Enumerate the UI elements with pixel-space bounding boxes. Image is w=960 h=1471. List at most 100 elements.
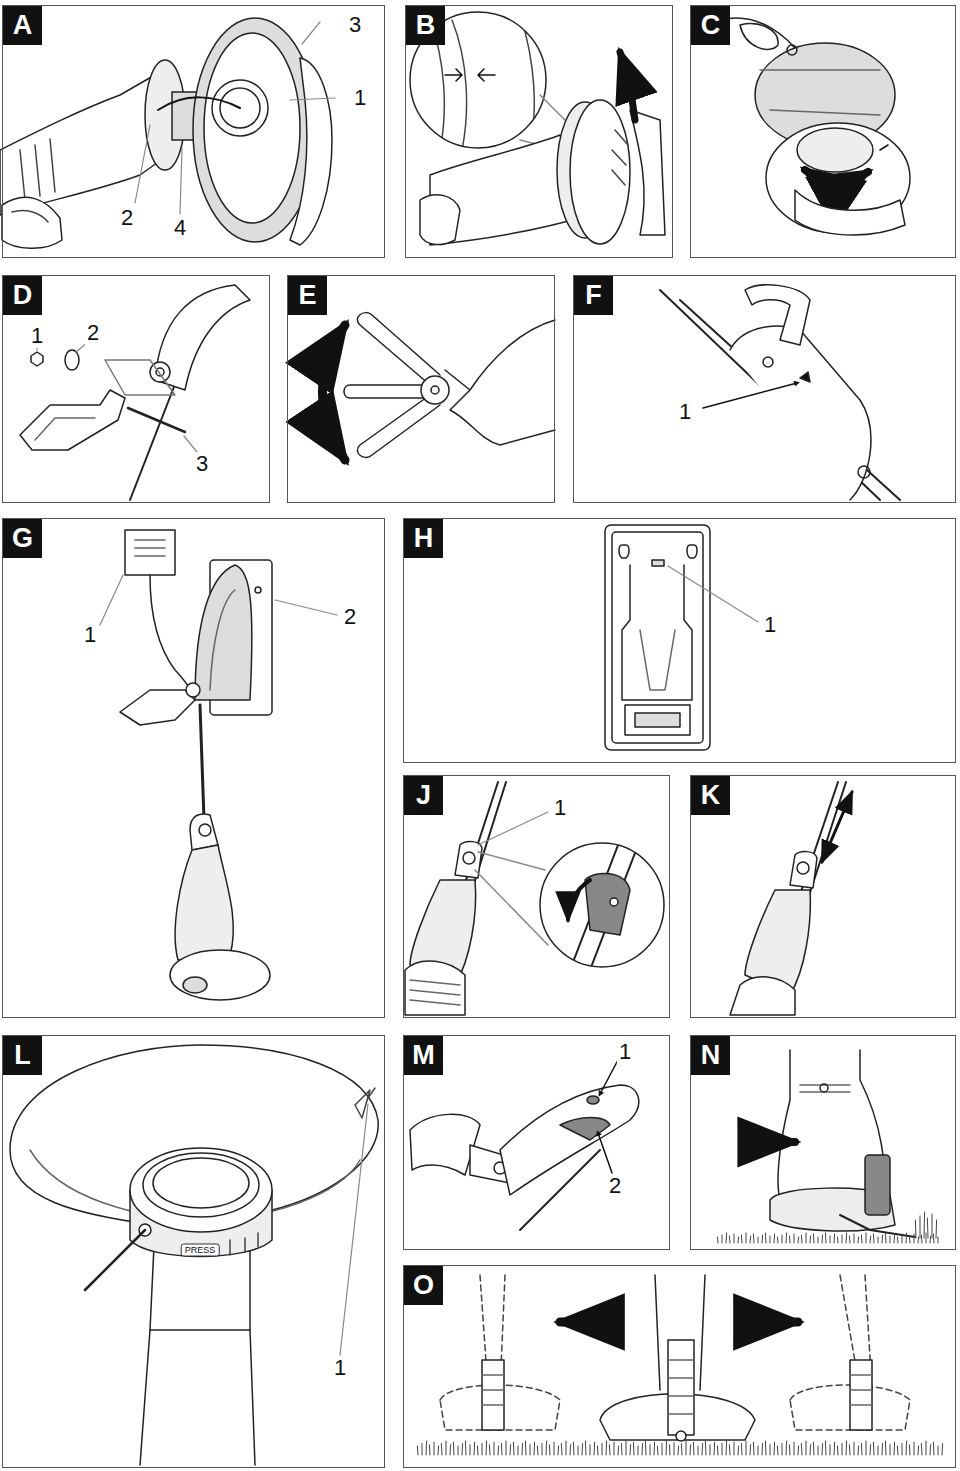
handle-assembly [105, 360, 175, 395]
trimmer-head-assembly [0, 18, 335, 248]
edge-trimming-positions [942, 1444, 944, 1456]
handle-adjust-view [357, 395, 440, 457]
figure-panel: F [573, 275, 956, 503]
wall-bracket-view [605, 525, 758, 750]
head-rotation-view [570, 100, 630, 244]
edge-trimming-positions [668, 1340, 694, 1435]
edge-trimming-positions [633, 1442, 635, 1455]
panel-tab: L [3, 1036, 42, 1075]
spool-closeup [10, 1045, 378, 1465]
illustration [0, 12, 943, 1465]
edge-trimming-positions [518, 1446, 519, 1455]
edge-trimming-positions [770, 1445, 771, 1455]
edge-trimming-positions [726, 1441, 728, 1455]
handle-adjust-view [357, 313, 440, 385]
trimmer-head-assembly [2, 197, 62, 248]
wall-mount-view [200, 705, 204, 820]
edge-trimming-positions [446, 1441, 447, 1455]
edge-trimming-positions [894, 1442, 896, 1455]
wall-mount-view [100, 575, 123, 625]
edge-trimming-positions [678, 1446, 680, 1455]
wall-bracket-view [687, 545, 697, 558]
edging-view [837, 1237, 839, 1243]
head-rotation-view [410, 12, 546, 148]
edging-view [777, 1237, 779, 1243]
edge-trimming-positions [798, 1446, 800, 1455]
shaft-collar-view [568, 880, 590, 920]
callout-number: 3 [347, 13, 363, 37]
edge-trimming-positions [834, 1442, 836, 1455]
wall-mount-view [183, 977, 207, 993]
figure-panel: C [690, 5, 956, 258]
shaft-length-view [797, 862, 809, 874]
edge-trimming-positions [513, 1442, 515, 1455]
callout-number: PRESS [181, 1244, 220, 1257]
edge-trimming-positions [494, 1442, 495, 1455]
edge-trimming-positions [542, 1444, 543, 1456]
edge-trimming-positions [897, 1446, 899, 1455]
edge-trimming-positions [498, 1446, 500, 1455]
edge-trimming-positions [758, 1446, 759, 1455]
panel-letter: K [701, 782, 721, 809]
spool-closeup [230, 1233, 258, 1255]
edge-trimming-positions [560, 1318, 603, 1327]
edging-view [717, 1237, 719, 1243]
head-rotation-view [478, 69, 495, 81]
edge-trimming-positions [890, 1445, 891, 1455]
edge-trimming-positions [482, 1360, 504, 1430]
wall-bracket-view [622, 565, 692, 700]
figure-panel: O [403, 1265, 956, 1468]
panel-letter: L [14, 1042, 31, 1069]
edging-view [798, 1237, 800, 1243]
handle-button-view [763, 357, 773, 367]
edge-trimming-positions [714, 1442, 716, 1455]
edging-view [932, 1214, 933, 1238]
panel-tab: N [691, 1036, 730, 1075]
edge-trimming-positions [938, 1446, 939, 1455]
trimmer-head-assembly [193, 18, 317, 242]
panel-letter: B [416, 12, 436, 39]
edge-trimming-positions [717, 1446, 719, 1455]
edge-trimming-positions [738, 1446, 740, 1455]
callout-number: 1 [352, 86, 368, 110]
handle-switch-view [600, 1060, 618, 1094]
callout-number: 1 [762, 613, 778, 637]
head-top-view [720, 18, 910, 235]
shaft-collar-view [585, 873, 630, 935]
handle-switch-view [598, 1133, 612, 1173]
edging-view [789, 1236, 791, 1243]
edge-trimming-positions [462, 1444, 464, 1456]
edging-view [897, 1237, 899, 1243]
panel-tab: O [404, 1266, 443, 1305]
edge-trimming-positions [426, 1441, 428, 1455]
edge-trimming-positions [777, 1446, 779, 1455]
edge-trimming-positions [837, 1446, 839, 1455]
wall-bracket-view [652, 560, 664, 566]
callout-number: 1 [552, 796, 568, 820]
edge-trimming-positions [594, 1442, 596, 1455]
edge-trimming-positions [933, 1442, 935, 1455]
edge-trimming-positions [522, 1444, 524, 1456]
trimmer-head-assembly [135, 22, 335, 214]
head-rotation-view [630, 110, 665, 235]
head-top-view [760, 70, 880, 115]
handle-assembly [20, 390, 125, 450]
edge-trimming-positions [873, 1442, 875, 1455]
handle-button-view [800, 372, 810, 382]
edging-view [861, 1235, 863, 1243]
handle-adjust-view [323, 313, 556, 460]
edge-trimming-positions [578, 1446, 579, 1455]
edge-trimming-positions [786, 1441, 788, 1455]
wall-mount-view [175, 845, 233, 960]
edge-trimming-positions [822, 1444, 824, 1456]
head-top-view [797, 128, 873, 172]
panel-tab: J [404, 776, 443, 815]
trimmer-head-assembly [204, 33, 300, 223]
panel-letter: O [413, 1272, 434, 1299]
edge-trimming-positions [450, 1445, 452, 1455]
figure-panel: D [2, 275, 270, 503]
wall-mount-view [120, 690, 195, 725]
edge-trimming-positions [921, 1444, 923, 1456]
trimmer-head-assembly [20, 139, 55, 200]
edge-trimming-positions [477, 1446, 479, 1455]
